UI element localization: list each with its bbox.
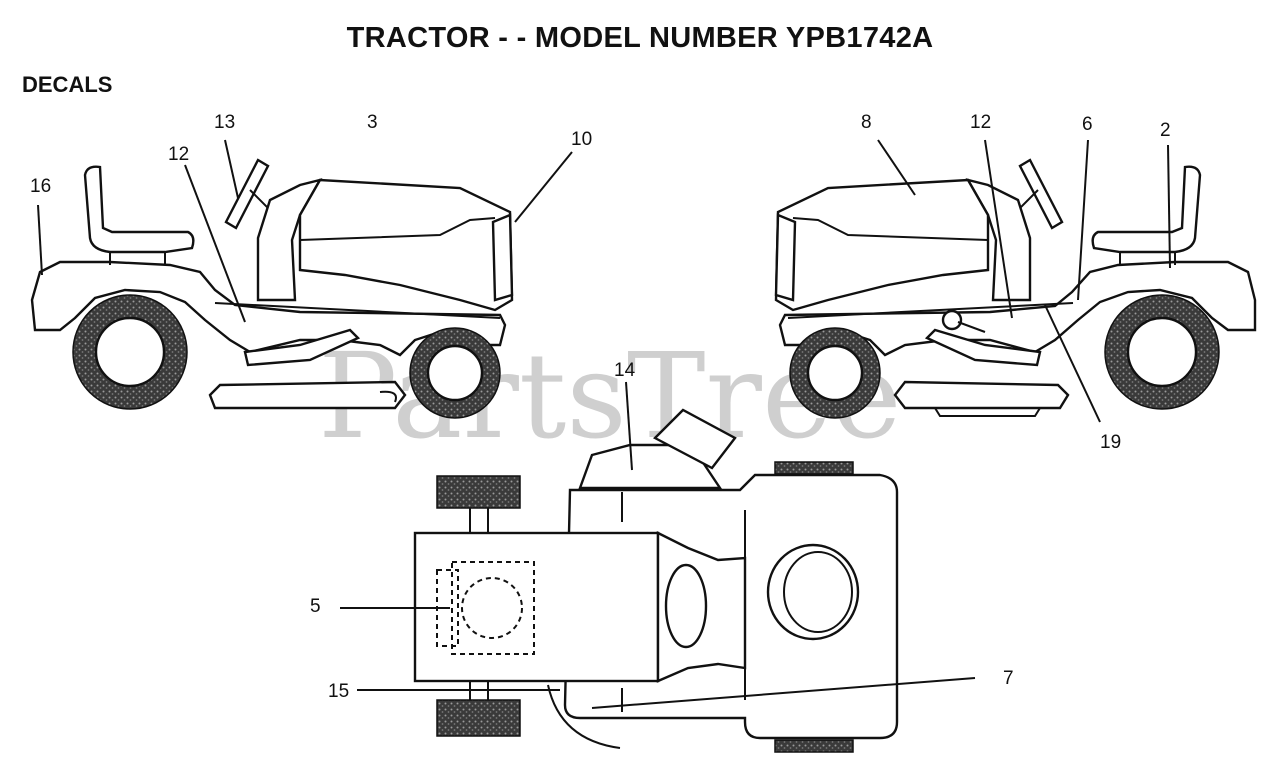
top-rear-tire-upper xyxy=(436,475,521,509)
right-rear-fender xyxy=(778,260,1257,357)
page-title: TRACTOR - - MODEL NUMBER YPB1742A xyxy=(346,22,934,54)
top-steering-wheel xyxy=(652,408,737,470)
callout-7: 7 xyxy=(1003,668,1014,689)
right-seat xyxy=(1091,165,1202,254)
top-rear-tire-lower xyxy=(436,699,521,737)
callout-14: 14 xyxy=(614,360,636,381)
callout-12-right: 12 xyxy=(970,112,991,133)
callout-6: 6 xyxy=(1082,114,1093,135)
right-mower-deck xyxy=(893,380,1070,410)
callout-2: 2 xyxy=(1160,120,1171,141)
section-heading: DECALS xyxy=(22,72,113,97)
left-mower-deck xyxy=(208,380,407,410)
callout-19: 19 xyxy=(1100,432,1121,453)
left-rear-fender xyxy=(30,260,507,357)
tractor-top-view xyxy=(413,408,899,753)
callout-8: 8 xyxy=(861,112,872,133)
callout-12-left: 12 xyxy=(168,144,189,165)
tractor-right-side-view xyxy=(774,158,1257,419)
tractor-left-side-view xyxy=(30,158,514,419)
callout-15: 15 xyxy=(328,681,349,702)
callout-5: 5 xyxy=(310,596,321,617)
top-headlight xyxy=(766,543,860,641)
callout-16: 16 xyxy=(30,176,51,197)
top-front-tire-upper xyxy=(774,461,854,475)
top-seat-outline xyxy=(451,561,535,655)
callout-10: 10 xyxy=(571,129,592,150)
right-hood xyxy=(774,178,990,312)
left-hood xyxy=(298,178,514,312)
right-steering-wheel xyxy=(1018,158,1064,230)
left-steering-wheel xyxy=(224,158,270,230)
top-fender xyxy=(413,531,660,683)
callout-3: 3 xyxy=(367,112,378,133)
top-front-tire-lower xyxy=(774,739,854,753)
callout-13: 13 xyxy=(214,112,235,133)
left-seat xyxy=(83,165,195,254)
